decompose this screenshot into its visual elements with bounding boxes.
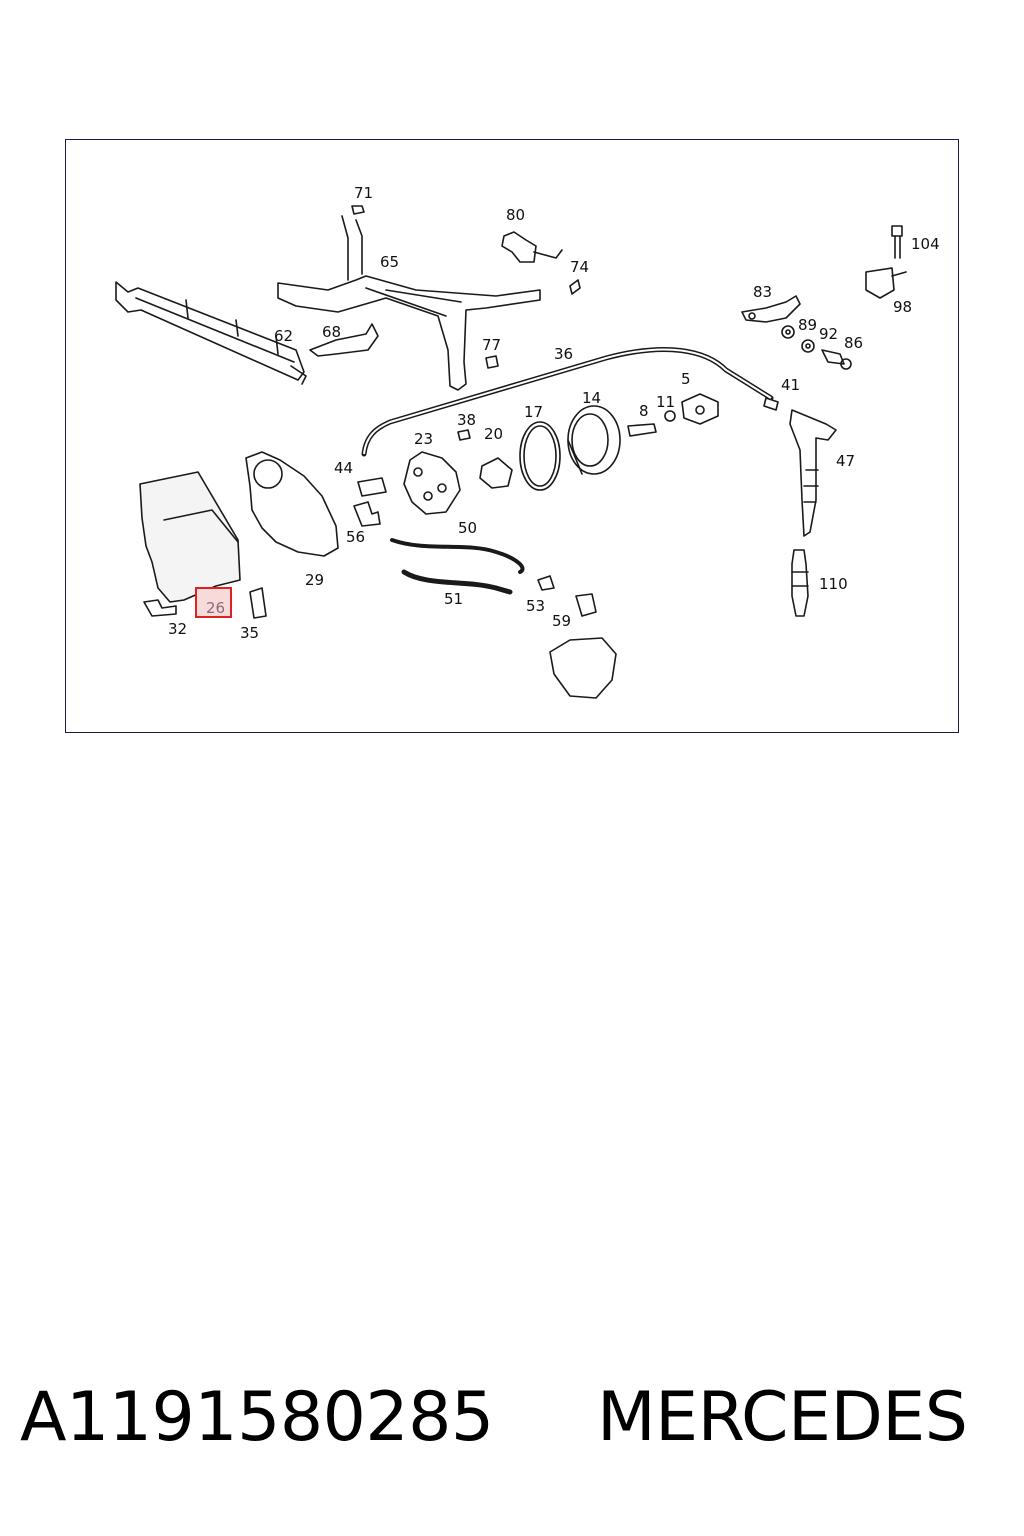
- callout-41[interactable]: 41: [781, 376, 800, 394]
- part-5-plate: [681, 393, 719, 425]
- part-74-clip: [569, 279, 581, 295]
- callout-68[interactable]: 68: [322, 323, 341, 341]
- callout-36[interactable]: 36: [554, 345, 573, 363]
- callout-80[interactable]: 80: [506, 206, 525, 224]
- callout-104[interactable]: 104: [911, 235, 940, 253]
- part-110-spark-plug: [791, 549, 809, 617]
- part-35-clip: [249, 587, 267, 619]
- callout-17[interactable]: 17: [524, 403, 543, 421]
- callout-38[interactable]: 38: [457, 411, 476, 429]
- part-56-fitting: [353, 501, 381, 527]
- callout-20[interactable]: 20: [484, 425, 503, 443]
- callout-51[interactable]: 51: [444, 590, 463, 608]
- callout-26-highlighted[interactable]: 26: [206, 599, 225, 617]
- callout-83[interactable]: 83: [753, 283, 772, 301]
- part-number: A1191580285: [20, 1378, 494, 1457]
- highlight-box-26: [195, 587, 232, 618]
- callout-71[interactable]: 71: [354, 184, 373, 202]
- part-62-bracket-rail: [115, 281, 307, 385]
- callout-53[interactable]: 53: [526, 597, 545, 615]
- part-65-cross-member: [277, 215, 541, 391]
- callout-8[interactable]: 8: [639, 402, 649, 420]
- callout-74[interactable]: 74: [570, 258, 589, 276]
- callout-59[interactable]: 59: [552, 612, 571, 630]
- part-8-bolt: [627, 423, 657, 437]
- product-footer: A1191580285 MERCEDES: [0, 1368, 1024, 1478]
- part-92-washer: [801, 339, 815, 353]
- part-80-connector: [501, 231, 563, 263]
- part-44-fitting: [357, 477, 387, 497]
- callout-11[interactable]: 11: [656, 393, 675, 411]
- part-89-washer: [781, 325, 795, 339]
- part-41-bolt: [763, 397, 779, 411]
- parts-diagram-frame: 71 80 65 74 104 62 68 83 98 77 36 89 92 …: [65, 139, 959, 733]
- part-71-clip: [351, 205, 365, 215]
- callout-23[interactable]: 23: [414, 430, 433, 448]
- part-23-distributor: [403, 451, 461, 515]
- part-20-rotor: [479, 457, 513, 489]
- callout-47[interactable]: 47: [836, 452, 855, 470]
- part-50-hose: [390, 538, 525, 574]
- callout-110[interactable]: 110: [819, 575, 848, 593]
- callout-50[interactable]: 50: [458, 519, 477, 537]
- callout-98[interactable]: 98: [893, 298, 912, 316]
- callout-56[interactable]: 56: [346, 528, 365, 546]
- exploded-parts-diagram: 71 80 65 74 104 62 68 83 98 77 36 89 92 …: [115, 184, 940, 699]
- part-26-cover: [139, 471, 241, 603]
- part-14-distributor-cap: [567, 405, 621, 475]
- callout-92[interactable]: 92: [819, 325, 838, 343]
- callout-14[interactable]: 14: [582, 389, 601, 407]
- part-59-connector: [549, 593, 617, 699]
- part-17-sealing-ring: [519, 421, 561, 491]
- part-98-bracket: [865, 267, 907, 299]
- part-104-bolt: [891, 225, 903, 259]
- callout-65[interactable]: 65: [380, 253, 399, 271]
- callout-62[interactable]: 62: [274, 327, 293, 345]
- brand-name: MERCEDES: [597, 1378, 968, 1457]
- part-86-bolt: [821, 349, 852, 370]
- callout-89[interactable]: 89: [798, 316, 817, 334]
- part-47-ignition-coil: [789, 409, 837, 537]
- callout-77[interactable]: 77: [482, 336, 501, 354]
- part-38-nut: [457, 429, 471, 441]
- callout-44[interactable]: 44: [334, 459, 353, 477]
- part-29-housing: [245, 451, 339, 557]
- part-51-hose: [401, 569, 513, 595]
- part-53-fitting: [537, 575, 555, 591]
- part-77-clip: [485, 355, 499, 369]
- callout-35[interactable]: 35: [240, 624, 259, 642]
- part-68-cover: [309, 323, 379, 357]
- part-36-cable: [361, 347, 774, 457]
- part-32-bolt: [143, 599, 177, 617]
- callout-5[interactable]: 5: [681, 370, 691, 388]
- part-83-bracket: [741, 295, 801, 323]
- callout-86[interactable]: 86: [844, 334, 863, 352]
- part-11-washer: [664, 410, 676, 422]
- callout-29[interactable]: 29: [305, 571, 324, 589]
- callout-32[interactable]: 32: [168, 620, 187, 638]
